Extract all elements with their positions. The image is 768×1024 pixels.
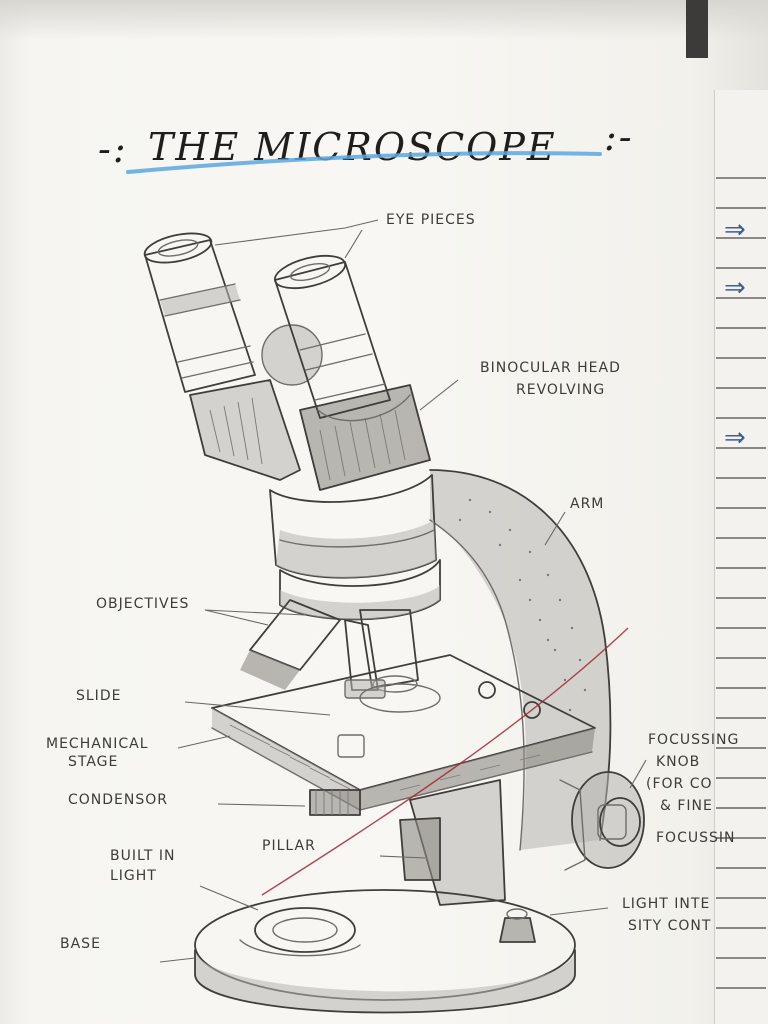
side-arrow-2: ⇒ (724, 273, 746, 303)
label-revolving: REVOLVING (516, 382, 605, 398)
label-sity-control: SITY CONT (628, 918, 711, 934)
side-arrow-1: ⇒ (724, 215, 746, 245)
title-suffix: :- (604, 115, 634, 159)
label-condensor: CONDENSOR (68, 792, 168, 808)
label-knob: KNOB (656, 754, 700, 770)
label-pillar: PILLAR (262, 838, 316, 854)
label-arm: ARM (570, 496, 604, 512)
label-mechanical: MECHANICAL (46, 736, 149, 752)
side-arrow-3: ⇒ (724, 423, 746, 453)
label-objectives: OBJECTIVES (96, 596, 189, 612)
label-fine: & FINE (660, 798, 713, 814)
label-slide: SLIDE (76, 688, 121, 704)
page-title: THE MICROSCOPE (148, 125, 557, 169)
label-light: LIGHT (110, 868, 157, 884)
label-light-intensity: LIGHT INTE (622, 896, 710, 912)
label-base: BASE (60, 936, 101, 952)
label-for-coarse: (FOR CO (646, 776, 713, 792)
label-built-in: BUILT IN (110, 848, 175, 864)
label-focussing-2: FOCUSSIN (656, 830, 735, 846)
title-prefix: -: (98, 127, 128, 171)
label-focussing: FOCUSSING (648, 732, 739, 748)
label-binocular-head: BINOCULAR HEAD (480, 360, 621, 376)
label-stage: STAGE (68, 754, 118, 770)
microscope-sketch (142, 228, 644, 1012)
label-eye-pieces: EYE PIECES (386, 212, 476, 228)
